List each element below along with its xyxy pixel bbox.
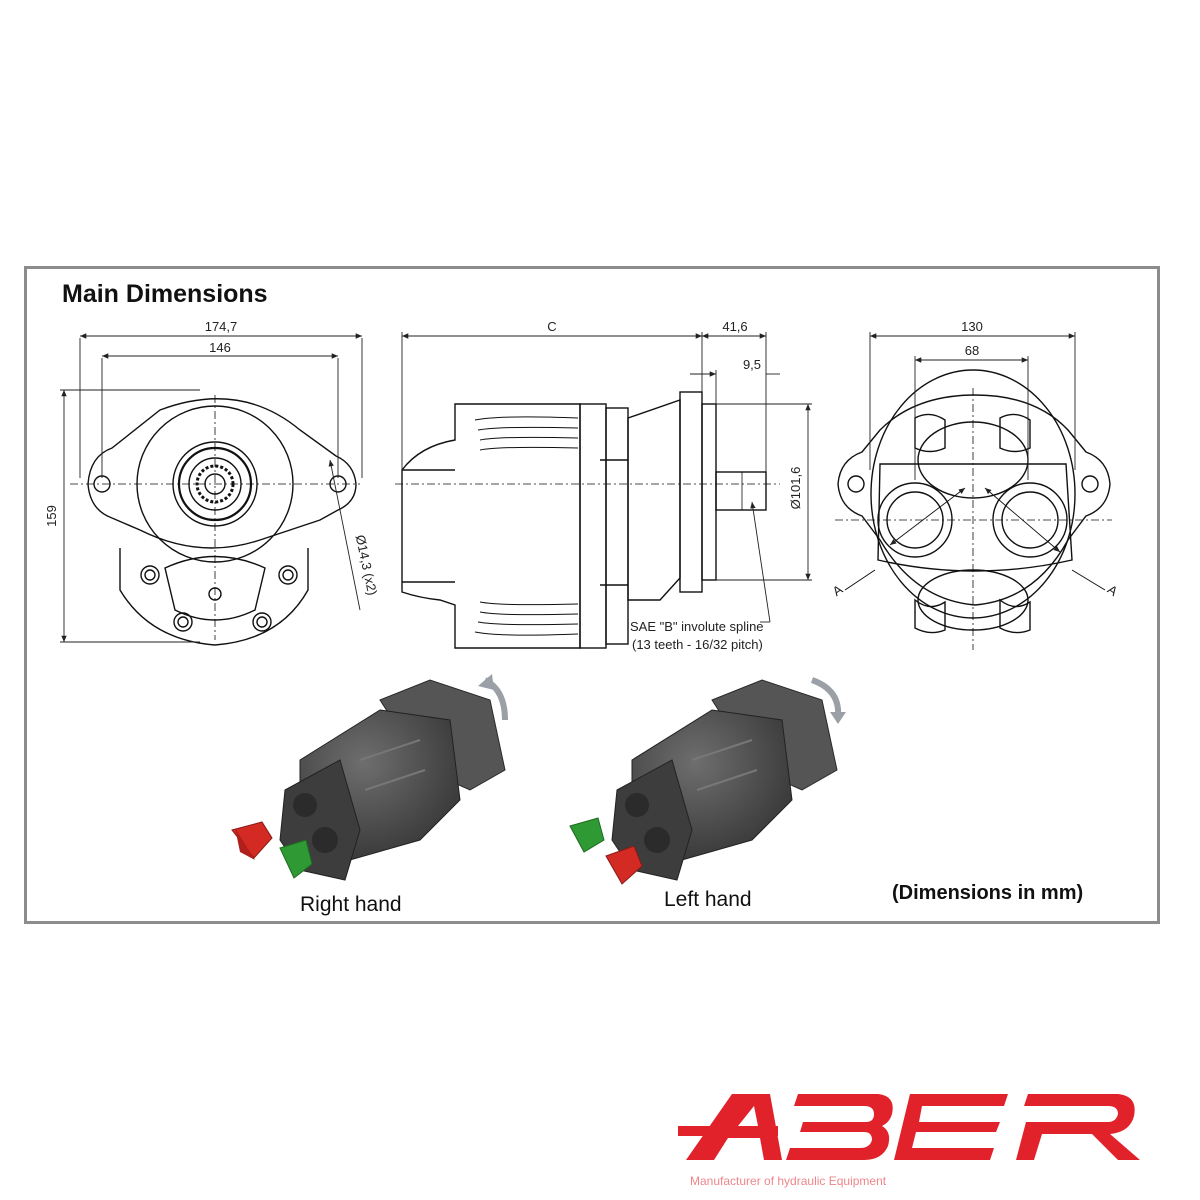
right-hand-pump-render: [231, 674, 508, 881]
rear-dimensions: [869, 332, 1076, 480]
left-hand-pump-render: [569, 677, 846, 885]
right-hand-label: Right hand: [300, 893, 402, 916]
rear-view: [835, 369, 1112, 650]
section-label-right: A: [1105, 582, 1121, 599]
side-view: [395, 391, 780, 649]
drawing-frame: [24, 266, 1160, 924]
dim-pilot-diameter: Ø101,6: [788, 467, 803, 510]
dim-shaft-length: 41,6: [722, 319, 747, 334]
dim-pilot-depth: 9,5: [743, 357, 761, 372]
dim-length: C: [547, 319, 556, 334]
aber-logo: [678, 1094, 1140, 1160]
dim-port-spacing: 68: [965, 343, 979, 358]
units-note: (Dimensions in mm): [892, 882, 1084, 904]
spline-note-line2: (13 teeth - 16/32 pitch): [632, 637, 763, 652]
section-label-left: A: [830, 581, 846, 598]
front-dimensions: [60, 333, 363, 643]
dim-rear-width: 130: [961, 319, 983, 334]
dim-height: 159: [44, 505, 59, 527]
brand-tagline: Manufacturer of hydraulic Equipment: [690, 1174, 887, 1188]
side-dimensions: [401, 332, 812, 623]
left-hand-label: Left hand: [664, 888, 752, 911]
spline-note-line1: SAE "B" involute spline: [630, 619, 764, 634]
page-title: Main Dimensions: [62, 280, 268, 308]
dim-hole-note: Ø14,3 (x2): [353, 533, 380, 596]
dim-hole-spacing: 146: [209, 340, 231, 355]
front-view: [70, 395, 360, 646]
dim-overall-width: 174,7: [205, 319, 238, 334]
